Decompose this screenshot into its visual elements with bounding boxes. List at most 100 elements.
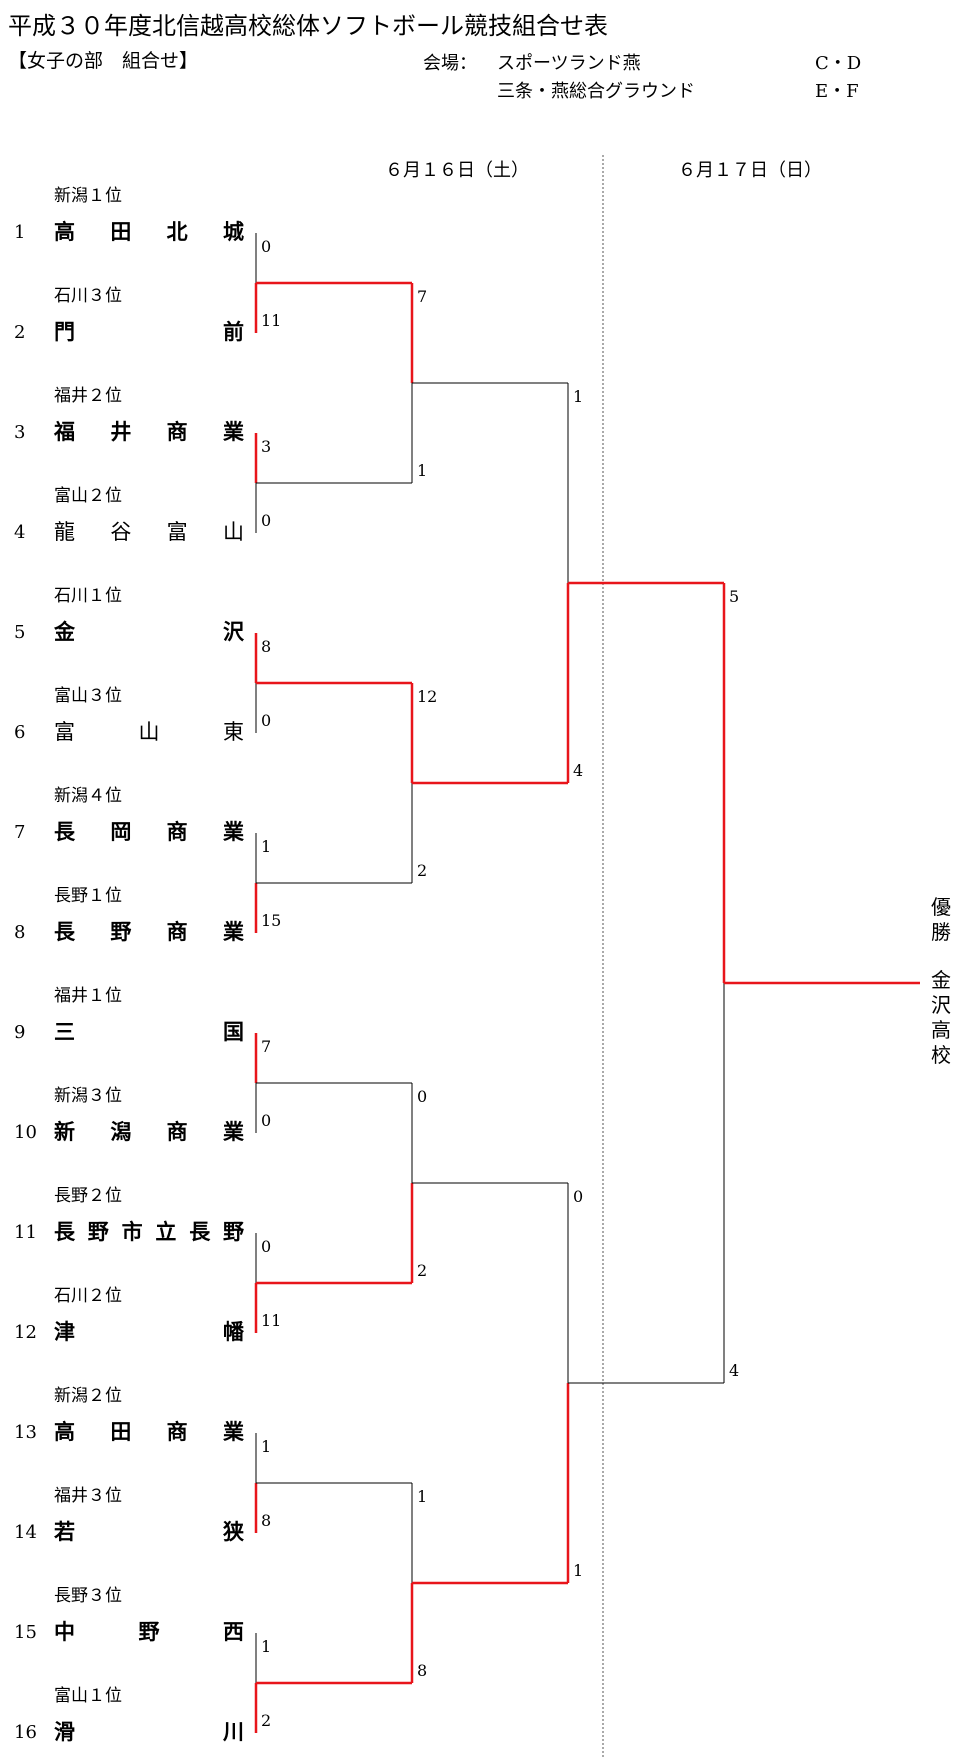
team-name: 若狭 bbox=[54, 1522, 244, 1543]
team-number: 4 bbox=[14, 522, 26, 543]
team-name: 津幡 bbox=[54, 1322, 244, 1343]
team-name-char: 野 bbox=[110, 920, 132, 944]
score: 1 bbox=[573, 387, 584, 406]
team-name-char: 商 bbox=[166, 1120, 188, 1144]
team-number: 8 bbox=[14, 922, 26, 943]
team-seed: 長野２位 bbox=[54, 1186, 122, 1206]
section-heading: 【女子の部 組合せ】 bbox=[8, 50, 199, 72]
score: 8 bbox=[417, 1661, 428, 1680]
team-seed: 長野１位 bbox=[54, 886, 122, 906]
team-name-char: 城 bbox=[222, 220, 244, 244]
team-seed: 石川１位 bbox=[54, 586, 122, 606]
team-name: 高田商業 bbox=[54, 1422, 244, 1443]
team-seed: 新潟４位 bbox=[54, 786, 122, 806]
team-name-char: 業 bbox=[222, 920, 244, 944]
team-name-char: 金 bbox=[54, 620, 75, 644]
score: 8 bbox=[261, 1511, 272, 1530]
team-name-char: 富 bbox=[166, 520, 188, 544]
team-name-char: 野 bbox=[87, 1220, 109, 1244]
score: 1 bbox=[261, 837, 272, 856]
team-name-char: 業 bbox=[222, 1120, 244, 1144]
team-name-char: 新 bbox=[54, 1120, 75, 1144]
team-name-char: 高 bbox=[54, 1420, 75, 1444]
venue-name-2: 三条・燕総合グラウンド bbox=[497, 81, 695, 102]
team-seed: 富山３位 bbox=[54, 686, 122, 706]
team-name: 長野商業 bbox=[54, 922, 244, 943]
score: 1 bbox=[261, 1637, 272, 1656]
team-number: 16 bbox=[14, 1722, 37, 1743]
team-number: 2 bbox=[14, 322, 26, 343]
team-seed: 石川３位 bbox=[54, 286, 122, 306]
team-number: 1 bbox=[14, 222, 26, 243]
team-name-char: 国 bbox=[223, 1020, 244, 1044]
team-name-char: 長 bbox=[54, 820, 75, 844]
team-name: 門前 bbox=[54, 322, 244, 343]
score: 11 bbox=[261, 311, 282, 330]
team-number: 6 bbox=[14, 722, 26, 743]
team-name-char: 商 bbox=[166, 1420, 188, 1444]
score: 1 bbox=[417, 461, 428, 480]
score: 11 bbox=[261, 1311, 282, 1330]
team-name-char: 潟 bbox=[110, 1120, 132, 1144]
team-name-char: 長 bbox=[189, 1220, 211, 1244]
score: 0 bbox=[261, 237, 272, 256]
team-name-char: 岡 bbox=[110, 820, 132, 844]
team-name-char: 福 bbox=[54, 420, 75, 444]
score: 7 bbox=[417, 287, 428, 306]
team-number: 10 bbox=[14, 1122, 37, 1143]
team-name-char: 山 bbox=[222, 520, 244, 544]
score: 8 bbox=[261, 637, 272, 656]
team-name-char: 川 bbox=[223, 1720, 244, 1744]
team-seed: 福井２位 bbox=[54, 386, 122, 406]
score: 0 bbox=[573, 1187, 584, 1206]
score: 4 bbox=[573, 761, 584, 780]
team-name: 福井商業 bbox=[54, 422, 244, 443]
team-name-char: 幡 bbox=[223, 1320, 244, 1344]
team-name-char: 商 bbox=[166, 920, 188, 944]
team-name: 金沢 bbox=[54, 622, 244, 643]
team-name-char: 野 bbox=[138, 1620, 160, 1644]
score: 1 bbox=[261, 1437, 272, 1456]
team-name-char: 龍 bbox=[54, 520, 75, 544]
team-name: 富山東 bbox=[54, 722, 244, 743]
team-name-char: 長 bbox=[54, 1220, 75, 1244]
team-name-char: 東 bbox=[223, 720, 244, 744]
team-number: 3 bbox=[14, 422, 26, 443]
team-name-char: 業 bbox=[222, 420, 244, 444]
date-day1: ６月１６日（土） bbox=[385, 160, 529, 181]
team-seed: 富山１位 bbox=[54, 1686, 122, 1706]
team-name-char: 業 bbox=[222, 1420, 244, 1444]
team-seed: 福井１位 bbox=[54, 986, 122, 1006]
team-seed: 石川２位 bbox=[54, 1286, 122, 1306]
team-name-char: 富 bbox=[54, 720, 75, 744]
score: 0 bbox=[261, 1237, 272, 1256]
team-seed: 福井３位 bbox=[54, 1486, 122, 1506]
team-name-char: 津 bbox=[54, 1320, 75, 1344]
score: 5 bbox=[729, 587, 740, 606]
score: 15 bbox=[261, 911, 282, 930]
venue-label: 会場： bbox=[423, 53, 477, 74]
team-name-char: 田 bbox=[110, 1420, 132, 1444]
score: 0 bbox=[261, 711, 272, 730]
courts-1: C・D bbox=[815, 53, 862, 74]
team-name-char: 谷 bbox=[110, 520, 132, 544]
team-name: 長野市立長野 bbox=[54, 1222, 244, 1243]
team-seed: 新潟３位 bbox=[54, 1086, 122, 1106]
champion-label: 優勝 bbox=[931, 895, 951, 944]
team-name-char: 立 bbox=[155, 1220, 177, 1244]
team-name: 滑川 bbox=[54, 1722, 244, 1743]
team-name-char: 商 bbox=[166, 820, 188, 844]
team-name: 三国 bbox=[54, 1022, 244, 1043]
team-number: 11 bbox=[14, 1222, 37, 1243]
team-name: 高田北城 bbox=[54, 222, 244, 243]
team-name-char: 若 bbox=[54, 1520, 75, 1544]
team-name-char: 商 bbox=[166, 420, 188, 444]
team-name: 中野西 bbox=[54, 1622, 244, 1643]
team-name-char: 前 bbox=[223, 320, 244, 344]
team-number: 13 bbox=[14, 1422, 37, 1443]
team-seed: 富山２位 bbox=[54, 486, 122, 506]
team-name-char: 狭 bbox=[223, 1520, 244, 1544]
score: 1 bbox=[417, 1487, 428, 1506]
